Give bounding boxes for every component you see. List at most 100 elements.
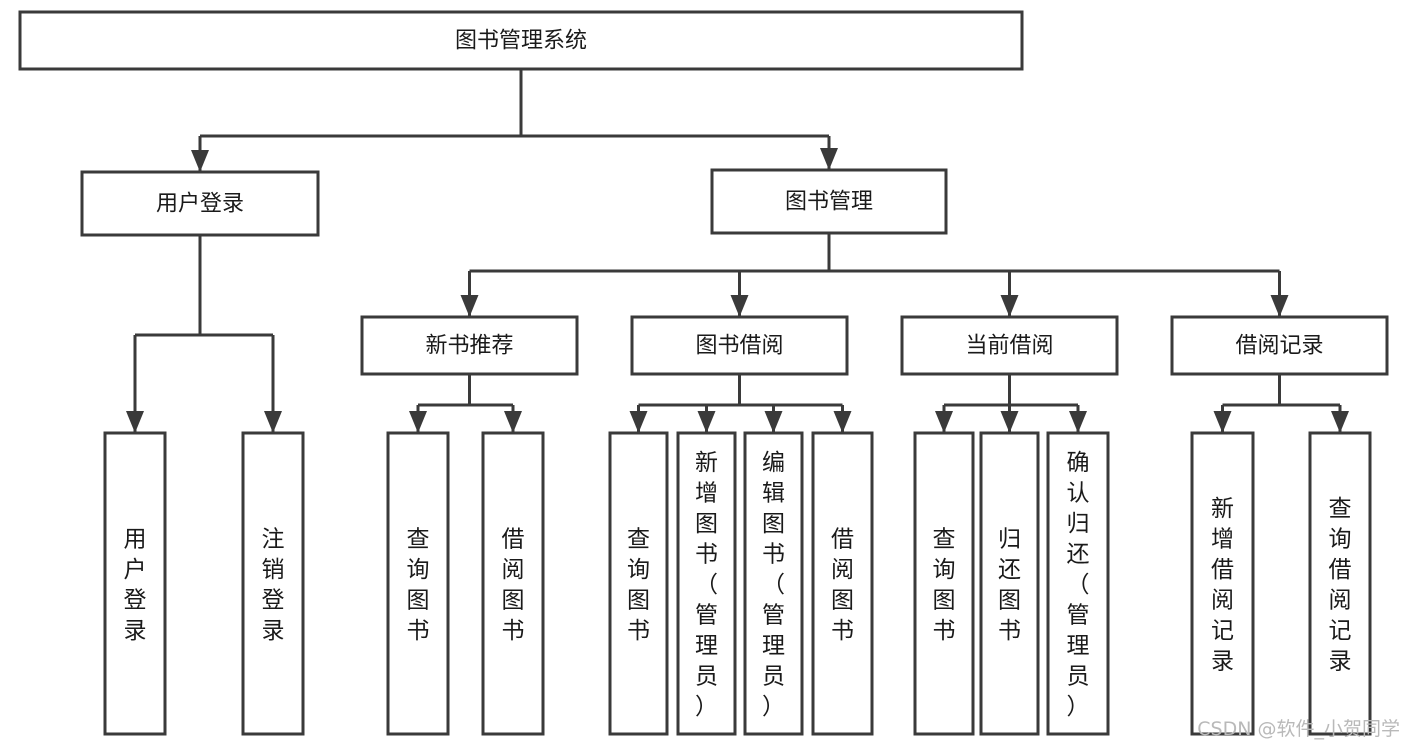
leaf-node-box-8[interactable] [913,431,975,736]
leaf-node-box-3[interactable] [481,431,545,736]
level2-node-box-1[interactable] [710,168,948,235]
leaf-label-10-char-8: ） [1067,694,1090,720]
leaf-label-0-char-2: 登 [124,587,147,613]
leaf-label-7-char-0: 借 [831,526,854,552]
leaf-label-10-char-0: 确 [1067,450,1090,476]
root-to-level2-arrow-1 [820,148,838,170]
root-node-label-0: 图书管理系统 [455,29,587,54]
level2-node-1[interactable]: 图书管理 [710,168,948,235]
leaf-node-box-10[interactable] [1046,431,1110,736]
level2-node-box-0[interactable] [80,170,320,237]
leaf-label-8-char-3: 书 [933,618,956,644]
leaf-node-box-2[interactable] [386,431,450,736]
leaf-node-box-0[interactable] [103,431,167,736]
bookborrow-arrow-0 [629,411,648,433]
leaf-label-10-char-6: 理 [1067,633,1090,659]
leaf-label-8-char-1: 询 [933,557,956,583]
leaf-label-12-char-5: 录 [1329,648,1352,674]
leaf-label-12-char-3: 阅 [1329,587,1352,613]
leaf-label-5-char-5: 管 [695,603,718,629]
leaf-label-10-char-3: 还 [1067,542,1090,568]
level3-node-box-0[interactable] [360,315,579,376]
bookborrow-arrow-3 [833,411,852,433]
leaf-label-2-char-0: 查 [407,526,430,552]
level3-node-2[interactable]: 当前借阅 [900,315,1119,376]
leaf-label-10-char-2: 归 [1067,511,1090,537]
leaf-label-6-char-0: 编 [762,450,785,476]
leaf-node-box-7[interactable] [811,431,874,736]
leaf-label-9-char-0: 归 [998,526,1021,552]
root-node-system[interactable]: 图书管理系统 [18,10,1024,71]
nodes-layer: 图书管理系统用户登录图书管理新书推荐图书借阅当前借阅借阅记录用户登录注销登录查询… [18,10,1389,736]
leaf-node-box-5[interactable] [676,431,737,736]
borrowrecord-arrow-1 [1331,411,1349,433]
leaf-label-0-char-3: 录 [124,618,147,644]
level3-node-box-2[interactable] [900,315,1119,376]
leaf-label-12-char-2: 借 [1329,557,1352,583]
leaf-label-7-char-1: 阅 [831,557,854,583]
leaf-label-5-char-4: （ [695,572,718,598]
newbook-arrow-1 [504,411,522,433]
level3-node-0[interactable]: 新书推荐 [360,315,579,376]
watermark-text: CSDN @软件_小贺同学 [1197,718,1400,740]
level3-node-box-1[interactable] [630,315,849,376]
leaf-label-11-char-2: 借 [1211,557,1234,583]
leaf-label-1-char-1: 销 [262,557,285,583]
leaf-label-6-char-6: 理 [762,633,785,659]
level3-node-3[interactable]: 借阅记录 [1170,315,1389,376]
bookmgmt-to-level3-arrow-0 [460,295,479,317]
bookmgmt-to-level3-arrow-3 [1270,295,1289,317]
leaf-label-4-char-3: 书 [627,618,650,644]
leaf-node-box-6[interactable] [743,431,804,736]
leaf-label-11-char-3: 阅 [1211,587,1234,613]
leaf-label-3-char-0: 借 [502,526,525,552]
edges-layer [126,69,1349,433]
level3-node-box-3[interactable] [1170,315,1389,376]
leaf-label-3-char-3: 书 [502,618,525,644]
leaf-label-8-char-2: 图 [933,587,956,613]
userlogin-arrow-1 [264,411,282,433]
level3-node-label-2: 当前借阅 [965,334,1053,359]
leaf-node-box-12[interactable] [1308,431,1372,736]
leaf-label-1-char-2: 登 [262,587,285,613]
leaf-label-0-char-0: 用 [124,526,147,552]
currentborrow-arrow-0 [935,411,953,433]
leaf-label-5-char-7: 员 [695,664,718,690]
leaf-label-3-char-1: 阅 [502,557,525,583]
leaf-label-7-char-2: 图 [831,587,854,613]
root-node-box-0[interactable] [18,10,1024,71]
leaf-node-box-11[interactable] [1190,431,1255,736]
leaf-label-5-char-1: 增 [695,481,718,507]
leaf-label-8-char-0: 查 [933,526,956,552]
level2-node-label-0: 用户登录 [156,192,244,217]
level3-node-label-1: 图书借阅 [695,334,783,359]
leaf-node-0[interactable]: 用户登录 [103,431,167,736]
leaf-node-box-4[interactable] [608,431,669,736]
leaf-node-box-9[interactable] [979,431,1040,736]
leaf-label-2-char-2: 图 [407,587,430,613]
leaf-label-12-char-1: 询 [1329,526,1352,552]
leaf-label-7-char-3: 书 [831,618,854,644]
leaf-label-2-char-3: 书 [407,618,430,644]
level2-node-0[interactable]: 用户登录 [80,170,320,237]
leaf-label-0-char-1: 户 [124,557,147,583]
level3-node-1[interactable]: 图书借阅 [630,315,849,376]
currentborrow-arrow-2 [1069,411,1087,433]
leaf-label-1-char-0: 注 [262,526,285,552]
leaf-node-box-1[interactable] [241,431,305,736]
leaf-label-5-char-6: 理 [695,633,718,659]
currentborrow-arrow-1 [1000,411,1019,433]
